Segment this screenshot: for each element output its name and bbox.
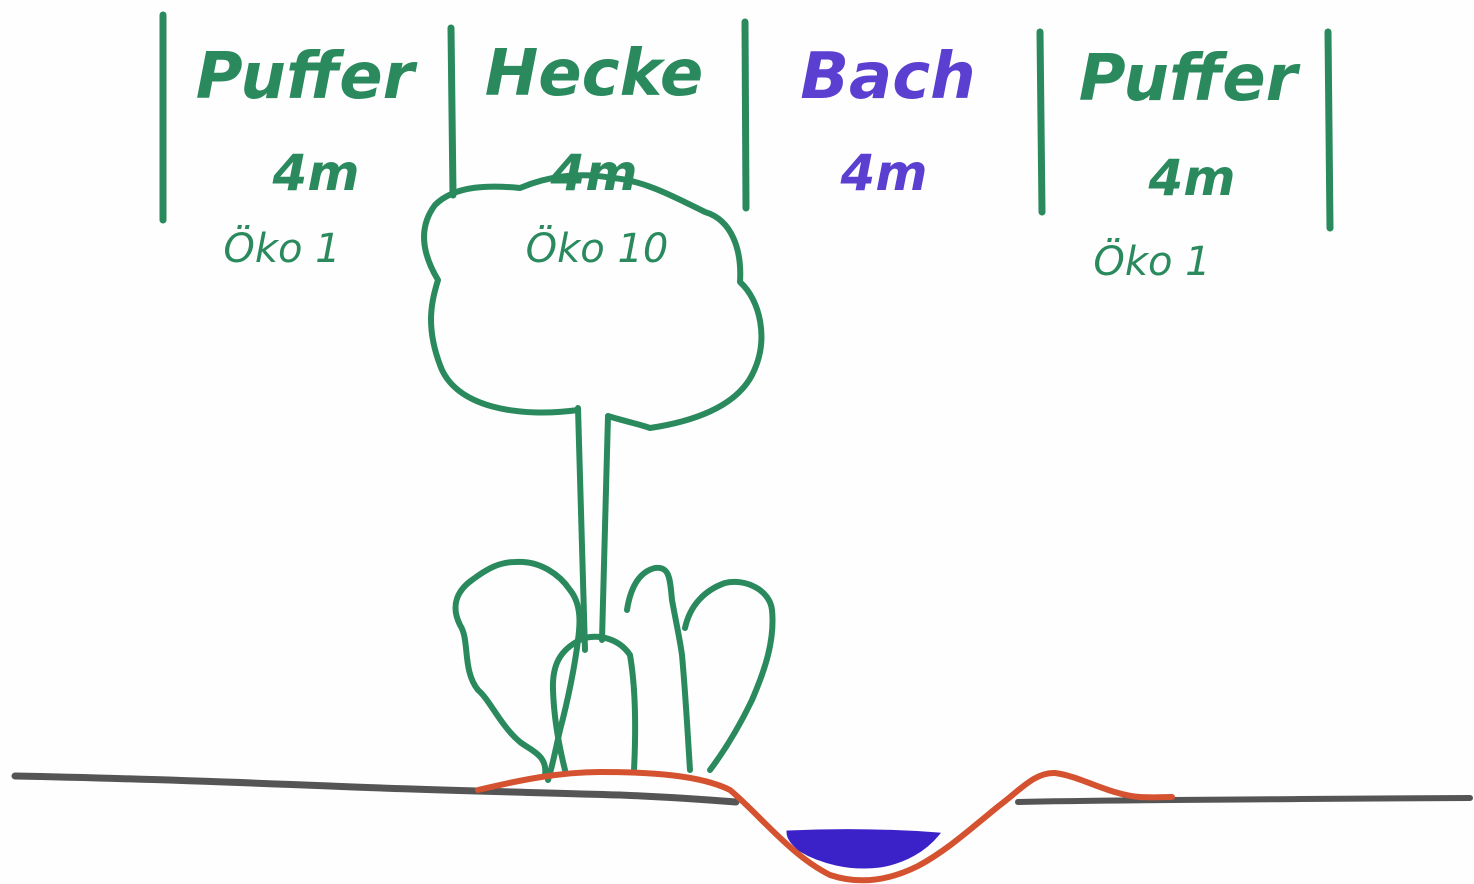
zone-width-puffer-left: 4m	[272, 144, 360, 202]
eco-score-puffer-right: Öko 1	[1093, 237, 1210, 285]
ground-line-left	[11, 772, 740, 806]
zone-label-puffer-left: Puffer	[196, 40, 418, 114]
ground-line-right	[1015, 795, 1473, 805]
zone-label-puffer-right: Puffer	[1079, 42, 1301, 116]
zone-width-puffer-right: 4m	[1148, 149, 1236, 207]
zone-width-bach: 4m	[840, 144, 928, 202]
tree-crown	[421, 172, 765, 431]
zone-divider-4	[1036, 28, 1046, 216]
stream-water	[786, 829, 941, 869]
zone-label-bach: Bach	[800, 40, 975, 114]
zone-divider-5	[1324, 28, 1334, 232]
eco-score-hecke: Öko 10	[526, 224, 669, 272]
hedge-bushes	[452, 558, 776, 783]
zone-divider-2	[447, 24, 457, 199]
zone-label-hecke: Hecke	[485, 37, 704, 111]
soil-profile-line	[475, 769, 1175, 884]
tree-trunk	[575, 405, 611, 653]
zone-divider-3	[741, 18, 750, 212]
eco-score-puffer-left: Öko 1	[223, 224, 340, 272]
